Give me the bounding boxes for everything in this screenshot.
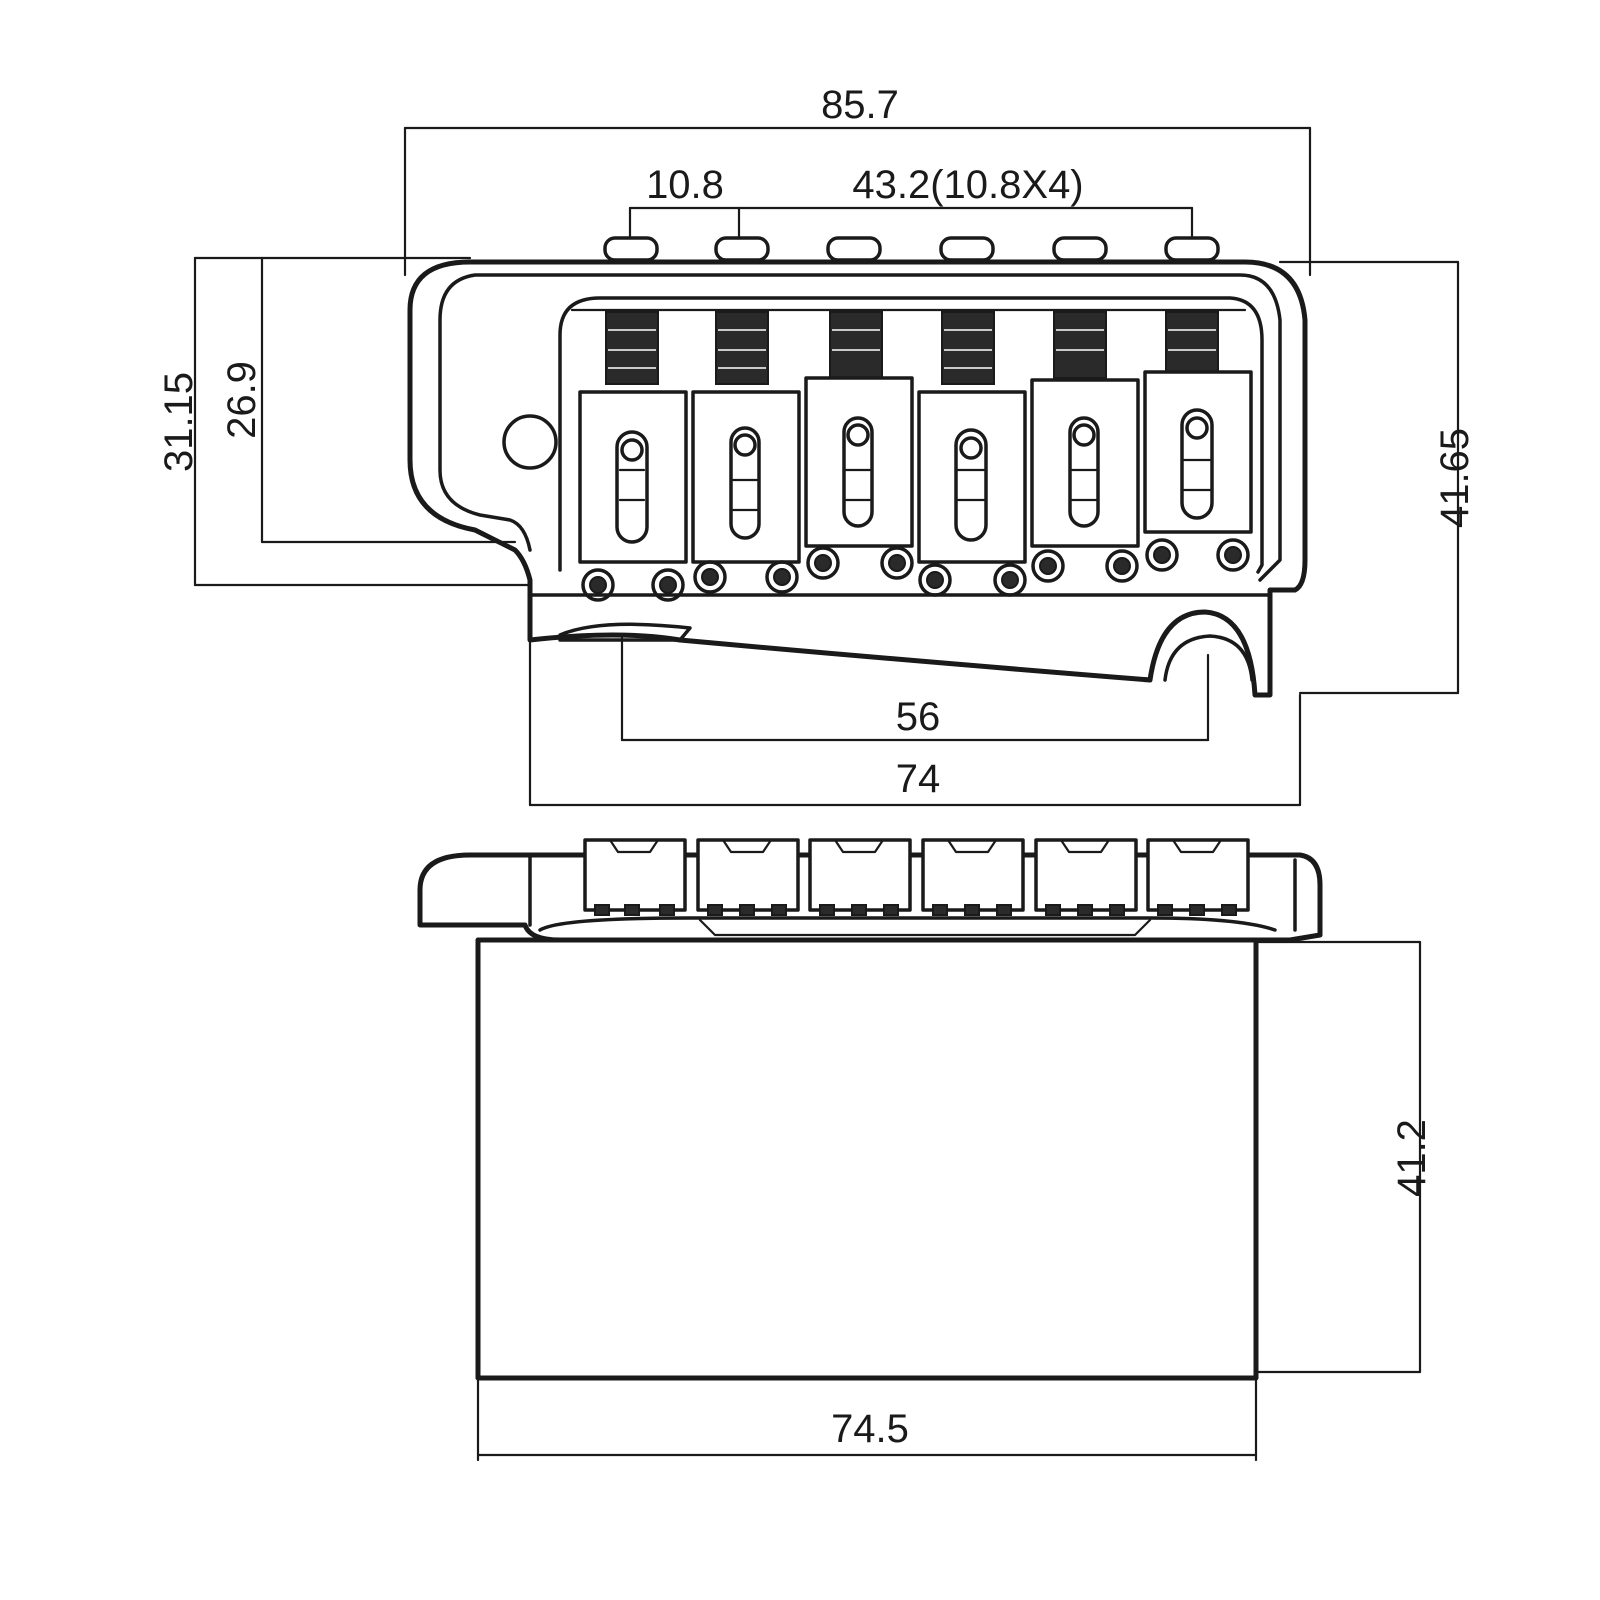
- saddle: [691, 390, 801, 564]
- base-plate-inner-rim: [438, 273, 1282, 582]
- stud-notch-right: [1163, 634, 1254, 682]
- dim-label-overall-width: 85.7: [821, 83, 899, 127]
- tremolo-block: [475, 937, 1259, 1381]
- dim-stud-spacing: 56: [620, 636, 1210, 742]
- dim-label-stud-spacing: 56: [896, 695, 941, 739]
- saddle: [578, 390, 688, 564]
- stud-slot-left: [558, 622, 692, 642]
- dim-string-spacing: 10.8 43.2(10.8X4): [628, 163, 1194, 240]
- side-view: 41.2 74.5: [417, 838, 1434, 1462]
- side-saddles: [583, 838, 1250, 916]
- dim-overall-width: 85.7: [403, 83, 1312, 277]
- dim-label-height-inner: 26.9: [220, 361, 264, 439]
- height-screws: [581, 538, 1250, 602]
- saddle: [1143, 370, 1253, 534]
- dim-label-string-spacing: 10.8: [646, 163, 724, 207]
- base-plate-outline: [407, 259, 1308, 698]
- dim-block-width: 74.5: [476, 1376, 1258, 1462]
- dim-label-block-width: 74.5: [831, 1407, 909, 1451]
- dim-label-block-height: 41.2: [1390, 1119, 1434, 1197]
- dim-label-height-outer: 31.15: [157, 372, 201, 472]
- dim-label-height-right: 41.65: [1433, 428, 1477, 528]
- intonation-springs: [605, 311, 1219, 385]
- top-view: 85.7 10.8 43.2(10.8X4) 31.15: [157, 83, 1477, 807]
- dim-label-base-width: 74: [896, 757, 941, 801]
- dim-base-width: 74: [528, 638, 1302, 807]
- saddle: [1030, 378, 1140, 548]
- saddle: [804, 376, 914, 548]
- saddle-window: [558, 296, 1264, 574]
- dim-block-height: 41.2: [1254, 940, 1434, 1374]
- mounting-hole: [502, 414, 558, 470]
- dim-left-heights: 31.15 26.9: [157, 256, 532, 587]
- dim-label-string-spacing-total: 43.2(10.8X4): [852, 163, 1083, 207]
- string-pins: [603, 236, 1220, 262]
- saddle: [917, 390, 1027, 564]
- dim-right-height: 41.65: [1278, 260, 1477, 695]
- saddles: [578, 370, 1253, 564]
